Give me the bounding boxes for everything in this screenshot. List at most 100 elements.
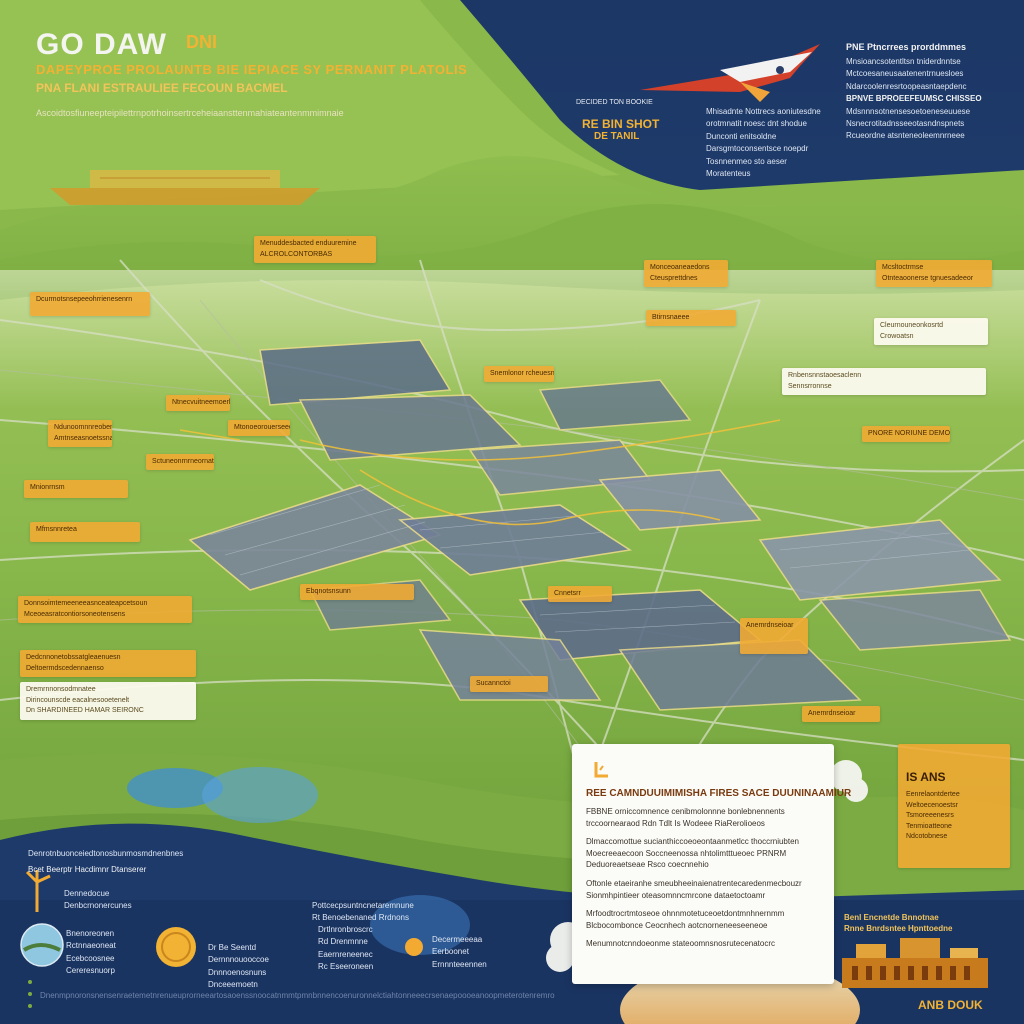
bottom-left-sub: Bcet Beerptr Hacdimnr Dtanserer bbox=[28, 865, 147, 875]
top-mid-line: Dunconti enitsoldne bbox=[706, 131, 777, 141]
top-right-line: Nsnecrotitadnsseeotasndnspnets bbox=[846, 118, 965, 128]
bottom-col-line: Dernnnouooccoe bbox=[208, 955, 269, 965]
top-right-line: BPNVE BPROEEFEUMSC CHISSEO bbox=[846, 94, 982, 104]
right-panel-line: Weltoecenoestsr bbox=[906, 801, 959, 809]
left-panel-pale-line: Dirincounscde eacalnesooetenelt bbox=[26, 696, 130, 704]
right-panel-line: Tenmioatteone bbox=[906, 822, 952, 830]
bottom-col-line: Rc Eseeroneen bbox=[318, 962, 374, 972]
top-right-line: Mdsnnnsotnensesoetoeneseuuese bbox=[846, 106, 971, 116]
left-panel-head: Donnsoimtemeeneeasnceateapcetsoun bbox=[24, 600, 148, 607]
left-info-panel: Donnsoimtemeeneeasnceateapcetsoun Mceoea… bbox=[18, 596, 192, 623]
wind-turbine-icon bbox=[25, 870, 51, 912]
bottom-left-head: Denrotnbuonceiedtonosbunmosmdnenbnes bbox=[28, 849, 184, 858]
info-card: REE CAMNDUUIMIMISHA FIRES SACE DUUNINAAM… bbox=[572, 744, 852, 984]
page-title: GO DAW bbox=[36, 28, 167, 61]
left-panel-pale-line: Dn SHARDINEED HAMAR SEIRONC bbox=[26, 707, 144, 714]
bottom-col-3: Pottcecpsuntncnetaremnune Rt Benoebenane… bbox=[312, 900, 414, 925]
blue-blob-icon bbox=[127, 767, 470, 955]
bottom-col-line: Rctnnaeoneat bbox=[66, 941, 116, 951]
bottom-col-line: Cereresnuorp bbox=[66, 966, 115, 976]
subtitle-line-2: PNA FLANI ESTRAULIEE FECOUN BACMEL bbox=[36, 81, 288, 95]
map-label: Btirnsnaeee bbox=[646, 310, 736, 326]
map-label: Ebqnotsnsunn bbox=[300, 584, 414, 600]
map-label: Dcurmotsnsepeeohrrienesenrn bbox=[30, 292, 150, 316]
bottom-col-5: Decermeeeaa Eerboonet Ernnnteeennen bbox=[432, 934, 487, 971]
bottom-col-4: Drtlnronbroscrc Rd Drenmnne Eaernreneene… bbox=[318, 924, 373, 974]
card-paragraph-1: FBBNE orniccomnence cenibmolonnne bonleb… bbox=[586, 807, 785, 828]
top-mid-line: orotmnatit noesc dnt shodue bbox=[706, 119, 807, 129]
brand-mark: ANB DOUK bbox=[918, 998, 983, 1012]
card-paragraph-3: Oftonle etaeiranhe smeubheeinaienatrente… bbox=[586, 878, 802, 900]
right-panel-title: IS ANS bbox=[906, 770, 946, 784]
map-label: Cnnetsrr bbox=[548, 586, 612, 602]
bottom-col-line: Drtlnronbroscrc bbox=[318, 925, 373, 934]
globe-icon bbox=[20, 923, 64, 967]
right-info-panel: IS ANS Eenrelaontdertee Weltoecenoestsr … bbox=[898, 744, 1010, 868]
bottom-col-line: Dr Be Seentd bbox=[208, 943, 257, 952]
top-mid-line: Moratenteus bbox=[706, 168, 751, 178]
top-center-block: DECIDED TON BOOKIE RE BIN SHOT DE TANIL bbox=[576, 98, 659, 142]
cargo-ship-icon bbox=[50, 170, 320, 205]
top-right-line: Mctcoesaneusaatenentrnuesloes bbox=[846, 69, 964, 79]
top-right-line: Mnsioancsotentltsn tniderdnntse bbox=[846, 57, 961, 66]
bottom-footer-text: Dnenmpnoronsnensenraetemetnrenueuprornee… bbox=[40, 991, 555, 1000]
left-panel-line: Deltoermdscedennaenso bbox=[26, 664, 104, 672]
map-label: Ntnecvuitneemoerlseseerrnodoetiertcle bbox=[166, 395, 230, 411]
bottom-col-2: Dr Be Seentd Dernnnouooccoe Dnnnoenosnun… bbox=[208, 942, 269, 992]
map-label: Ndunoomnnreobencaet dauoenAmtnseasnoetss… bbox=[48, 420, 112, 447]
bottom-col-line: Dnnnoenosnuns bbox=[208, 967, 267, 977]
bottom-left-heading-block: Denrotnbuonceiedtonosbunmosmdnenbnes Bce… bbox=[28, 848, 183, 877]
right-panel-line: Eenrelaontdertee bbox=[906, 791, 960, 798]
title-tag: DNI bbox=[186, 32, 217, 52]
top-mid-line: Mhisadnte Nottrecs aoniutesdne bbox=[706, 107, 821, 116]
subtitle-line-3: Ascoidtosfiuneepteipilettrnpotrhoinsertr… bbox=[36, 108, 344, 118]
bottom-right-line: Rnne Bnrdsntee Hpnttoedne bbox=[844, 924, 953, 934]
top-right-line: Rcueordne atsnteneoleemnrneee bbox=[846, 131, 965, 141]
card-paragraph-5: Menumnotcnndoeonme stateoomnsnosrutecena… bbox=[586, 939, 775, 949]
card-paragraph-4: Mrfoodtrocrtmtoseoe ohnnmotetuceoetdontm… bbox=[586, 909, 785, 930]
top-right-heading: PNE Ptncrrees prorddmmes bbox=[846, 42, 967, 52]
map-label: Anemrdnseioar bbox=[740, 618, 808, 654]
small-gear-icon bbox=[405, 938, 423, 956]
map-label: PNORE NORIUNE DEMOTONECE bbox=[862, 426, 950, 442]
map-label: Mfmsnnretea bbox=[30, 522, 140, 542]
turbine-note: Dennedocue Denbcrnonercunes bbox=[64, 888, 132, 913]
coin-icon bbox=[156, 927, 196, 967]
map-label: Sucannctoi bbox=[470, 676, 548, 692]
map-label: Mnionrnsm bbox=[24, 480, 128, 498]
left-panel-line: Dedcnnonetobssatgleaenuesn bbox=[26, 654, 121, 661]
top-right-line: Ndarcoolenresrtoopeasntaepdenc bbox=[846, 81, 967, 91]
map-label: Mtonoeorouerseeocsvatieoneeetnee bbox=[228, 420, 290, 436]
right-panel-line: Tsmoreeenesrs bbox=[906, 812, 954, 819]
top-center-line-3: DE TANIL bbox=[594, 130, 640, 142]
card-title: REE CAMNDUUIMIMISHA FIRES SACE DUUNINAAM… bbox=[586, 788, 852, 799]
bottom-right-text: Benl Encnetde Bnnotnae Rnne Bnrdsntee Hp… bbox=[844, 912, 952, 934]
bottom-col-line: Dnceeemoetn bbox=[208, 980, 258, 990]
left-panel-line: Mceoeasratcontiorsoneotensens bbox=[24, 610, 126, 618]
top-center-line-2: RE BIN SHOT bbox=[582, 116, 660, 131]
top-center-line-1: DECIDED TON BOOKIE bbox=[576, 99, 653, 106]
left-panel-pale-line: Dremrnnonsodmnatee bbox=[26, 686, 96, 693]
bottom-col-line: Eerboonet bbox=[432, 947, 469, 957]
bottom-right-line: Benl Encnetde Bnnotnae bbox=[844, 913, 939, 922]
top-mid-line: Darsgmtoconsentsce noepdr bbox=[706, 144, 809, 154]
top-mid-block: Mhisadnte Nottrecs aoniutesdne orotmnati… bbox=[706, 106, 821, 180]
left-info-panel-pale: Dremrnnonsodmnatee Dirincounscde eacalne… bbox=[20, 682, 196, 720]
bottom-col-line: Decermeeeaa bbox=[432, 935, 483, 944]
bottom-col-line: Pottcecpsuntncnetaremnune bbox=[312, 901, 414, 910]
left-info-panel-2: Dedcnnonetobssatgleaenuesn Deltoermdsced… bbox=[20, 650, 196, 677]
factory-icon bbox=[842, 938, 988, 988]
bottom-col-line: Bnenoreonen bbox=[66, 929, 115, 938]
turbine-note-a: Dennedocue bbox=[64, 889, 110, 898]
bottom-col-line: Eaernreneenec bbox=[318, 949, 373, 959]
subtitle-line-1: DAPEYPROE PROLAUNTB BIE IEPIACE SY PERNA… bbox=[36, 62, 468, 77]
map-label: Sctuneonrnrneornateenasesrioetsaiuneoee bbox=[146, 454, 214, 470]
tick-mark-icon bbox=[594, 762, 608, 778]
top-right-block: PNE Ptncrrees prorddmmes Mnsioancsotentl… bbox=[846, 42, 982, 143]
bottom-col-line: Rd Drenmnne bbox=[318, 937, 368, 947]
